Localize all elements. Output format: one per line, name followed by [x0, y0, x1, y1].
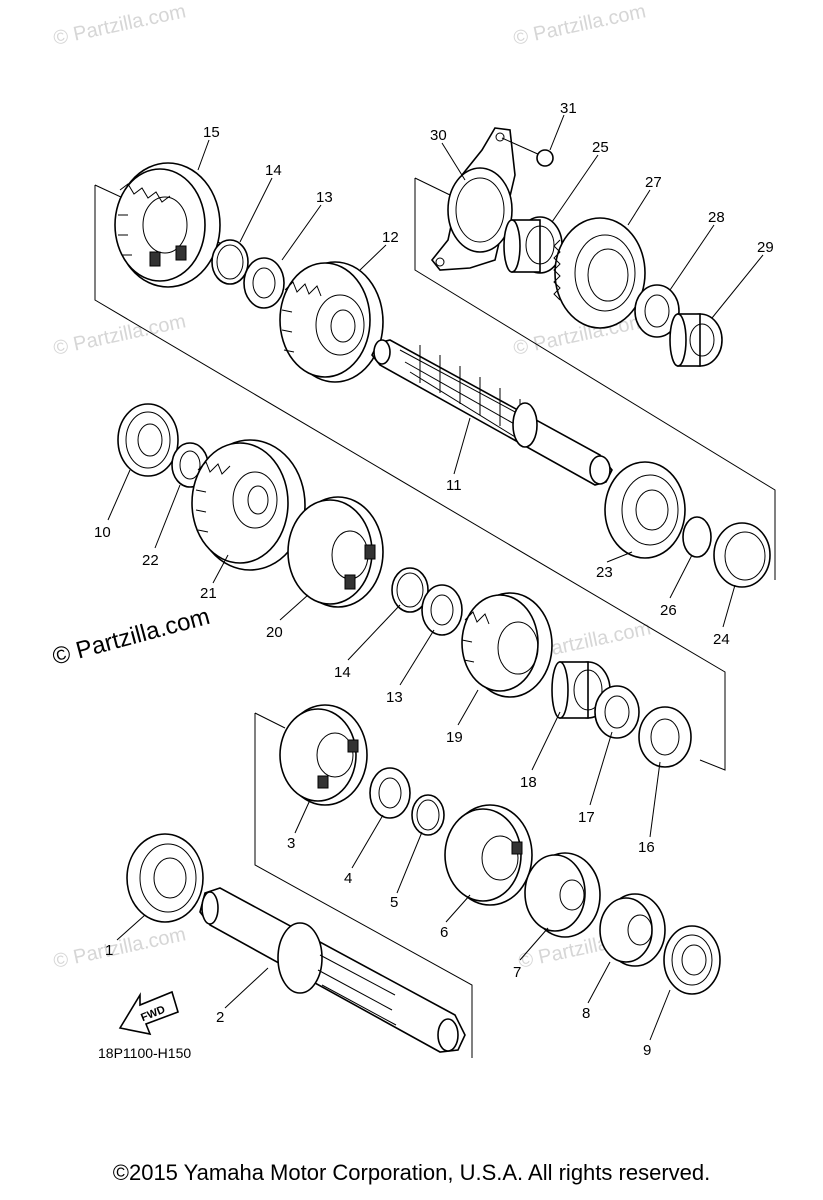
part-3-gear — [279, 704, 368, 806]
part-21-gear — [191, 439, 306, 571]
copyright-notice: ©2015 Yamaha Motor Corporation, U.S.A. A… — [112, 1160, 711, 1185]
part-label-19: 19 — [446, 729, 463, 746]
part-label-11: 11 — [446, 477, 462, 494]
part-15-gear — [114, 162, 221, 288]
part-label-7: 7 — [513, 964, 521, 981]
part-label-23: 23 — [596, 564, 613, 581]
part-label-14: 14 — [265, 162, 282, 179]
part-label-27: 27 — [645, 174, 662, 191]
part-label-25: 25 — [592, 139, 609, 156]
part-13-washer — [243, 257, 285, 309]
part-label-28: 28 — [708, 209, 725, 226]
part-label-26: 26 — [660, 602, 677, 619]
part-26-o-ring — [682, 516, 712, 558]
part-14-circlip — [211, 239, 249, 285]
watermark: © Partzilla.com — [51, 0, 187, 50]
part-17-washer — [594, 685, 640, 739]
part-label-20: 20 — [266, 624, 283, 641]
leader-lines — [107, 114, 764, 1041]
part-7-gear — [524, 852, 601, 938]
part-label-4: 4 — [344, 870, 352, 887]
part-20-gear — [287, 496, 384, 608]
part-8-gear — [599, 893, 666, 967]
group-outlines — [94, 177, 776, 1058]
part-label-21: 21 — [200, 585, 217, 602]
part-label-10: 10 — [94, 524, 111, 541]
part-label-24: 24 — [713, 631, 730, 648]
part-label-5: 5 — [390, 894, 398, 911]
part-9-bearing — [663, 925, 721, 995]
part-label-18: 18 — [520, 774, 537, 791]
part-label-9: 9 — [643, 1042, 651, 1059]
part-25-collar — [503, 216, 563, 274]
part-label-22: 22 — [142, 552, 159, 569]
part-label-6: 6 — [440, 924, 448, 941]
diagram-code: 18P1100-H150 — [98, 1045, 191, 1061]
watermark: © Partzilla.com — [51, 923, 187, 973]
part-14b-circlip — [391, 567, 429, 613]
part-label-16: 16 — [638, 839, 655, 856]
part-label-1: 1 — [105, 942, 113, 959]
part-16-washer — [638, 706, 692, 768]
part-10-bearing — [117, 403, 179, 477]
part-label-8: 8 — [582, 1005, 590, 1022]
part-5-circlip — [411, 794, 445, 836]
part-30-bracket — [430, 127, 516, 271]
part-labels: 15 14 13 12 31 30 25 27 28 29 11 10 22 2… — [94, 100, 774, 1059]
part-11-drive-axle — [371, 339, 613, 486]
part-label-30: 30 — [430, 127, 447, 144]
part-label-13: 13 — [316, 189, 333, 206]
partzilla-watermark: © Partzilla.com — [50, 603, 213, 671]
part-27-sprocket — [553, 217, 646, 329]
part-label-2: 2 — [216, 1009, 224, 1026]
part-19-gear — [461, 592, 553, 698]
part-13b-washer — [421, 584, 463, 636]
part-28-washer — [634, 284, 680, 338]
part-12-gear — [279, 261, 384, 383]
part-label-3: 3 — [287, 835, 295, 852]
part-label-17: 17 — [578, 809, 595, 826]
part-24-oil-seal — [713, 522, 771, 588]
part-23-bearing — [604, 461, 686, 559]
part-label-15: 15 — [203, 124, 220, 141]
watermark: © Partzilla.com — [51, 310, 187, 360]
watermark-layer: © Partzilla.com © Partzilla.com © Partzi… — [51, 0, 652, 973]
part-29-nut — [669, 313, 723, 367]
fwd-arrow-icon: FWD — [118, 990, 179, 1036]
part-label-12: 12 — [382, 229, 399, 246]
part-1-bearing — [126, 833, 204, 923]
watermark: © Partzilla.com — [511, 0, 647, 50]
part-label-14b: 14 — [334, 664, 351, 681]
part-4-washer — [369, 767, 411, 819]
part-label-29: 29 — [757, 239, 774, 256]
part-6-gear — [444, 804, 533, 906]
part-2-main-axle — [199, 887, 466, 1053]
part-31-bolt — [501, 137, 554, 167]
part-label-31: 31 — [560, 100, 577, 117]
part-label-13b: 13 — [386, 689, 403, 706]
